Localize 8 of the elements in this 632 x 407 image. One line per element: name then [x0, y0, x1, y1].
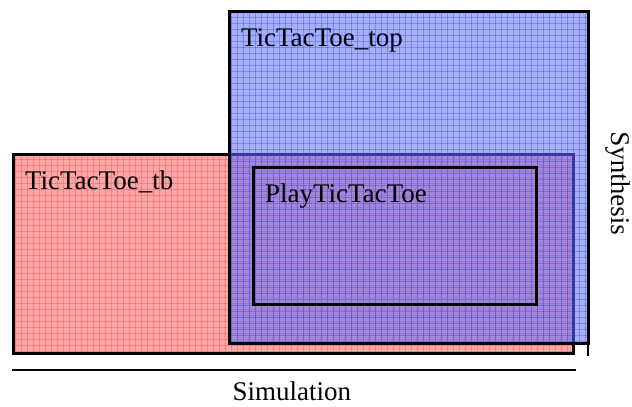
module-name: TicTacToe_tb [25, 164, 174, 196]
module-name: TicTacToe_top [241, 21, 403, 53]
axis-label: Simulation [232, 375, 352, 407]
module-box [12, 153, 575, 355]
module-box [252, 166, 538, 306]
axis-label: Synthesis [604, 131, 632, 235]
module-name: PlayTicTacToe [265, 177, 427, 209]
module-box [228, 10, 590, 345]
